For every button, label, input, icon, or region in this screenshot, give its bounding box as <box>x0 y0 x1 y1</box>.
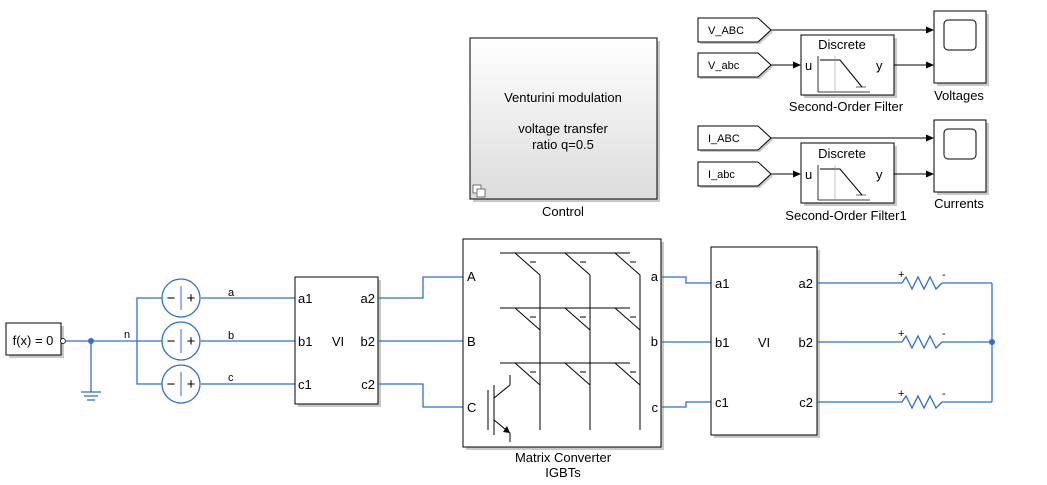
phase-b-label: b <box>228 330 234 342</box>
phase-a-label: a <box>228 287 235 299</box>
converter-port-A: A <box>467 269 476 284</box>
filter-caption: Second-Order Filter <box>789 99 904 114</box>
from-tag-v-abc-upper[interactable]: V_ABC <box>697 17 773 44</box>
vm2-port-c1: c1 <box>715 395 729 410</box>
solver-configuration-block[interactable]: f(x) = 0 <box>5 322 66 358</box>
signal-lines <box>771 26 934 178</box>
neutral-label: n <box>124 329 130 341</box>
power-wiring-converter-vm2 <box>661 276 711 408</box>
vm2-port-b2: b2 <box>799 335 813 350</box>
filter-output-port: y <box>876 58 883 73</box>
ac-voltage-source-a[interactable]: − + <box>161 278 201 318</box>
control-text-line3: ratio q=0.5 <box>532 137 594 152</box>
from-tag-i-abc-lower[interactable]: I_abc <box>697 161 773 188</box>
converter-port-c: c <box>652 400 659 415</box>
resistor-c[interactable]: + - <box>898 388 946 410</box>
vm2-port-a1: a1 <box>715 276 729 291</box>
svg-text:+: + <box>187 333 196 350</box>
vm2-center-label: VI <box>758 335 770 350</box>
filter-title: Discrete <box>818 37 866 52</box>
converter-caption-line2: IGBTs <box>545 465 581 480</box>
currents-scope[interactable] <box>933 119 989 195</box>
subsystem-icon <box>472 184 486 198</box>
filter-input-port: u <box>805 167 812 182</box>
filter-response-icon <box>817 165 870 201</box>
switch-matrix-icon <box>487 252 641 442</box>
svg-text:−: − <box>167 290 176 307</box>
vm1-port-b1: b1 <box>298 334 312 349</box>
control-caption: Control <box>542 204 584 219</box>
vm1-port-b2: b2 <box>361 334 375 349</box>
converter-caption-line1: Matrix Converter <box>515 450 612 465</box>
resistor-b[interactable]: + - <box>898 328 946 350</box>
svg-text:+: + <box>898 388 904 400</box>
svg-text:-: - <box>942 269 946 281</box>
currents-scope-caption: Currents <box>934 196 984 211</box>
solver-label: f(x) = 0 <box>13 333 54 348</box>
power-wiring-left <box>66 297 295 385</box>
svg-text:−: − <box>167 333 176 350</box>
tag-label: I_ABC <box>708 133 740 145</box>
vm1-port-c2: c2 <box>361 377 375 392</box>
filter-title: Discrete <box>818 146 866 161</box>
vi-measurement-2-block[interactable]: a1 b1 c1 VI a2 b2 c2 <box>710 246 820 438</box>
resistor-a[interactable]: + - <box>898 269 946 291</box>
phase-c-label: c <box>228 372 234 384</box>
vm1-center-label: VI <box>332 334 344 349</box>
svg-text:+: + <box>187 290 196 307</box>
svg-text:+: + <box>187 376 196 393</box>
vm1-port-c1: c1 <box>298 377 312 392</box>
vi-measurement-1-block[interactable]: a1 b1 c1 VI a2 b2 c2 <box>294 276 381 407</box>
control-text-line2: voltage transfer <box>518 121 608 136</box>
second-order-filter1-block[interactable]: Discrete u y <box>800 142 897 206</box>
control-text-line1: Venturini modulation <box>504 90 622 105</box>
power-wiring-vm1-converter <box>378 276 463 408</box>
vm2-port-b1: b1 <box>715 335 729 350</box>
tag-label: V_ABC <box>708 25 744 37</box>
tag-label: I_abc <box>708 169 735 181</box>
control-block[interactable]: Venturini modulation voltage transfer ra… <box>469 37 660 202</box>
matrix-converter-block[interactable]: A B C a b c <box>462 238 664 450</box>
power-wiring-load <box>817 282 995 403</box>
ground-icon <box>81 341 101 401</box>
svg-text:-: - <box>942 388 946 400</box>
voltages-scope-caption: Voltages <box>934 88 984 103</box>
voltages-scope[interactable] <box>933 10 989 86</box>
vm2-port-c2: c2 <box>799 395 813 410</box>
vm1-port-a2: a2 <box>361 291 375 306</box>
svg-text:+: + <box>898 328 904 340</box>
svg-text:+: + <box>898 269 904 281</box>
tag-label: V_abc <box>708 60 740 72</box>
from-tag-v-abc-lower[interactable]: V_abc <box>697 52 773 79</box>
converter-port-B: B <box>467 334 476 349</box>
vm1-port-a1: a1 <box>298 291 312 306</box>
converter-port-C: C <box>467 400 476 415</box>
svg-text:−: − <box>167 376 176 393</box>
svg-text:-: - <box>942 328 946 340</box>
second-order-filter-block[interactable]: Discrete u y <box>800 34 897 98</box>
converter-port-b: b <box>651 334 658 349</box>
ac-voltage-source-b[interactable]: − + <box>161 321 201 361</box>
ac-voltage-source-c[interactable]: − + <box>161 364 201 404</box>
filter-response-icon <box>817 56 870 93</box>
vm2-port-a2: a2 <box>799 276 813 291</box>
from-tag-i-abc-upper[interactable]: I_ABC <box>697 125 773 152</box>
filter-input-port: u <box>805 58 812 73</box>
converter-port-a: a <box>651 269 659 284</box>
filter-output-port: y <box>876 167 883 182</box>
filter1-caption: Second-Order Filter1 <box>785 208 906 223</box>
